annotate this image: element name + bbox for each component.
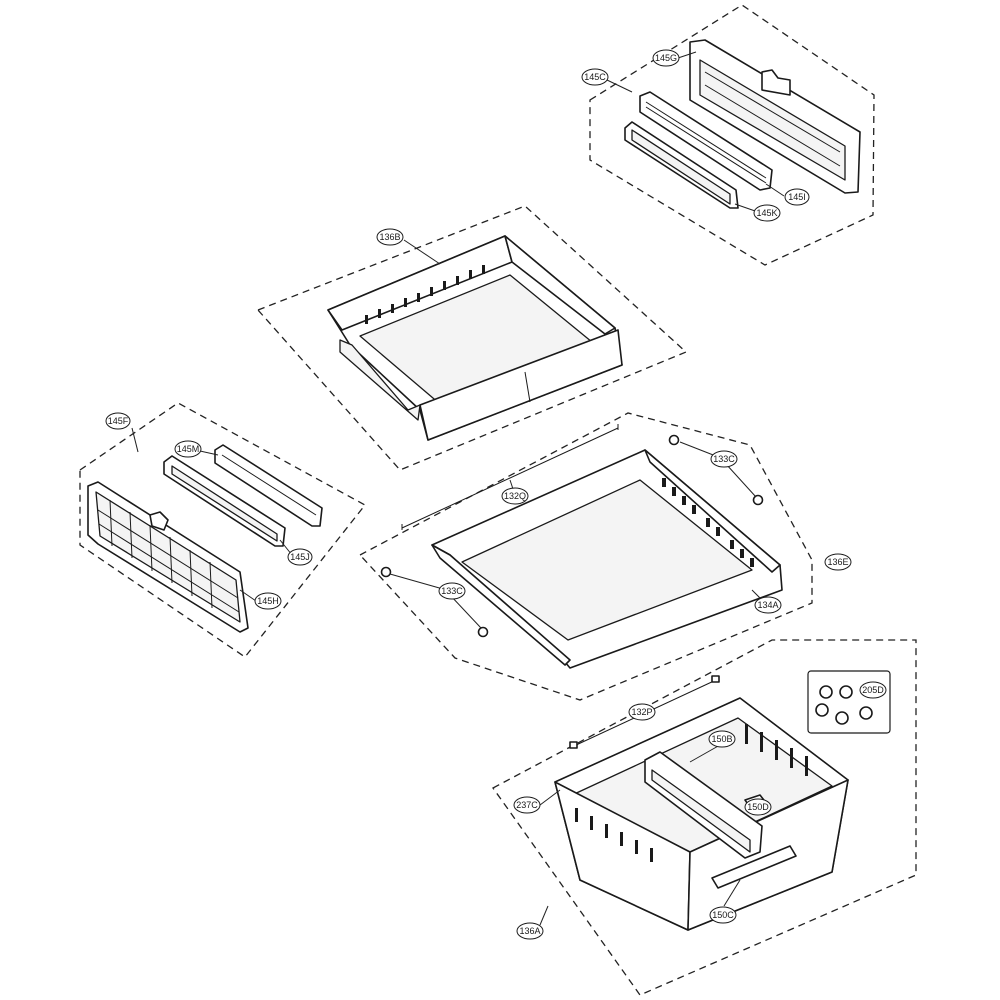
group-145c <box>589 4 875 266</box>
part-134a-tray <box>431 449 783 669</box>
svg-text:132Q: 132Q <box>504 491 526 501</box>
svg-text:136E: 136E <box>827 557 848 567</box>
group-boundary-136a <box>492 639 917 996</box>
group-136a <box>492 639 917 996</box>
callout-136a: 136A <box>516 922 544 940</box>
svg-text:133C: 133C <box>441 586 463 596</box>
svg-text:150C: 150C <box>712 910 734 920</box>
svg-text:237C: 237C <box>516 800 538 810</box>
callout-145h: 145H <box>254 592 282 610</box>
callout-133c-upper: 133C <box>710 450 738 468</box>
part-136b-drawer <box>327 235 623 441</box>
callout-145g: 145G <box>652 49 680 67</box>
part-133c-wheel <box>668 434 680 446</box>
bin-237c-back-vents <box>745 724 808 776</box>
callout-205d: 205D <box>859 681 887 699</box>
group-boundary-145f <box>79 402 366 658</box>
svg-text:145K: 145K <box>756 208 777 218</box>
callout-150b: 150B <box>708 730 736 748</box>
part-145h-panel <box>87 481 249 633</box>
part-145g-rail <box>689 39 861 194</box>
svg-text:132P: 132P <box>631 707 652 717</box>
svg-text:150D: 150D <box>747 802 769 812</box>
callout-145i: 145I <box>784 188 810 206</box>
part-150c-handle <box>711 845 797 889</box>
callout-145m: 145M <box>174 440 202 458</box>
svg-text:145G: 145G <box>655 53 677 63</box>
group-136e <box>358 412 813 701</box>
bin-237c-front-vents <box>575 808 653 862</box>
part-133c-wheel <box>380 566 392 578</box>
svg-text:150B: 150B <box>711 734 732 744</box>
callout-145f: 145F <box>105 412 131 430</box>
svg-text:145H: 145H <box>257 596 279 606</box>
callout-145k: 145K <box>753 204 781 222</box>
callout-237c: 237C <box>513 796 541 814</box>
svg-text:145F: 145F <box>108 416 129 426</box>
group-136b <box>256 205 688 471</box>
callout-132p: 132P <box>628 703 656 721</box>
callout-150d: 150D <box>744 798 772 816</box>
part-133c-wheel <box>477 626 489 638</box>
callout-136e: 136E <box>824 553 852 571</box>
drawer-136b-vents <box>365 265 485 324</box>
svg-text:145M: 145M <box>177 444 200 454</box>
svg-text:136B: 136B <box>379 232 400 242</box>
callout-136b: 136B <box>376 228 404 246</box>
svg-text:145I: 145I <box>788 192 806 202</box>
svg-text:145J: 145J <box>290 552 310 562</box>
callout-134a: 134A <box>754 596 782 614</box>
part-205d-stoppers <box>807 670 891 734</box>
svg-text:134A: 134A <box>757 600 778 610</box>
tray-134a-vents <box>662 478 754 567</box>
callout-133c-lower: 133C <box>438 582 466 600</box>
part-133c-wheel <box>752 494 764 506</box>
callout-145j: 145J <box>287 548 313 566</box>
group-145f <box>79 402 366 658</box>
part-145j-rail <box>163 455 286 547</box>
part-132q-cord <box>401 424 619 530</box>
svg-text:145C: 145C <box>584 72 606 82</box>
part-150b-divider <box>644 751 763 859</box>
part-145m-rail <box>214 444 323 527</box>
group-boundary-145c <box>589 4 875 266</box>
callout-132q: 132Q <box>501 487 529 505</box>
part-145i-rail <box>639 91 773 191</box>
svg-text:205D: 205D <box>862 685 884 695</box>
group-boundary-136e <box>358 412 813 701</box>
callout-145c: 145C <box>581 68 609 86</box>
svg-text:133C: 133C <box>713 454 735 464</box>
svg-text:136A: 136A <box>519 926 540 936</box>
callout-150c: 150C <box>709 906 737 924</box>
part-145k-rail <box>624 121 739 209</box>
